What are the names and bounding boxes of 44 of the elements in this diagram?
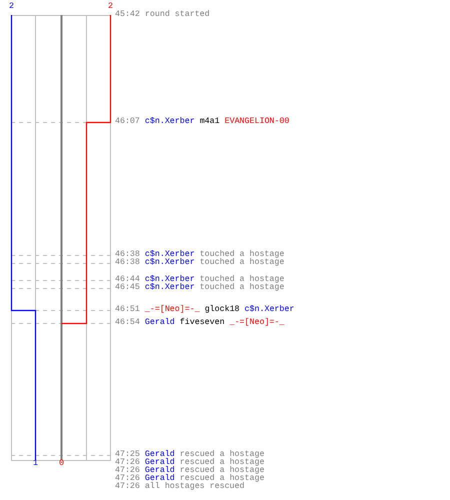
weapon-name: fiveseven bbox=[180, 318, 225, 327]
player-name: _-=[Neo]=-_ bbox=[230, 318, 284, 327]
player-name: Gerald bbox=[144, 458, 175, 467]
timestamp: 46:51 bbox=[115, 305, 140, 314]
timestamp: 46:38 bbox=[115, 258, 140, 267]
player-name: Gerald bbox=[144, 318, 175, 327]
player-name: c$n.Xerber bbox=[144, 117, 195, 126]
timestamp: 46:38 bbox=[115, 250, 140, 259]
player-name: c$n.Xerber bbox=[244, 305, 294, 314]
timestamp: 46:54 bbox=[115, 318, 140, 327]
timestamp: 46:45 bbox=[115, 283, 140, 292]
player-name: Gerald bbox=[144, 466, 175, 475]
timestamp: 47:26 bbox=[115, 458, 140, 467]
player-name: EVANGELION-00 bbox=[224, 117, 290, 126]
event-text: all hostages rescued bbox=[144, 482, 244, 491]
event-text: touched a hostage bbox=[200, 283, 284, 292]
count-label: 1 bbox=[32, 460, 39, 468]
player-name: Gerald bbox=[144, 474, 175, 483]
weapon-name: m4a1 bbox=[200, 117, 220, 126]
event-text: round started bbox=[144, 10, 210, 19]
player-name: _-=[Neo]=-_ bbox=[144, 305, 200, 314]
event-text: rescued a hostage bbox=[180, 466, 264, 475]
timestamp: 47:26 bbox=[115, 474, 140, 483]
player-name: c$n.Xerber bbox=[144, 275, 195, 284]
player-name: c$n.Xerber bbox=[144, 250, 195, 259]
timestamp: 47:26 bbox=[115, 466, 140, 475]
count-label: 2 bbox=[107, 3, 114, 11]
count-label: 0 bbox=[58, 460, 65, 468]
player-name: c$n.Xerber bbox=[144, 283, 195, 292]
player-name: Gerald bbox=[144, 450, 175, 459]
event-text: touched a hostage bbox=[200, 275, 284, 284]
timestamp: 47:26 bbox=[115, 482, 140, 491]
event-text: rescued a hostage bbox=[180, 450, 264, 459]
timestamp: 45:42 bbox=[115, 10, 140, 19]
event-text: rescued a hostage bbox=[180, 458, 264, 467]
event-text: touched a hostage bbox=[200, 258, 284, 267]
count-label: 2 bbox=[8, 3, 15, 11]
timestamp: 47:25 bbox=[115, 450, 140, 459]
event-text: touched a hostage bbox=[200, 250, 284, 259]
player-name: c$n.Xerber bbox=[144, 258, 195, 267]
timestamp: 46:07 bbox=[115, 117, 140, 126]
timestamp: 46:44 bbox=[115, 275, 140, 284]
event-text: rescued a hostage bbox=[180, 474, 264, 483]
weapon-name: glock18 bbox=[204, 305, 240, 314]
